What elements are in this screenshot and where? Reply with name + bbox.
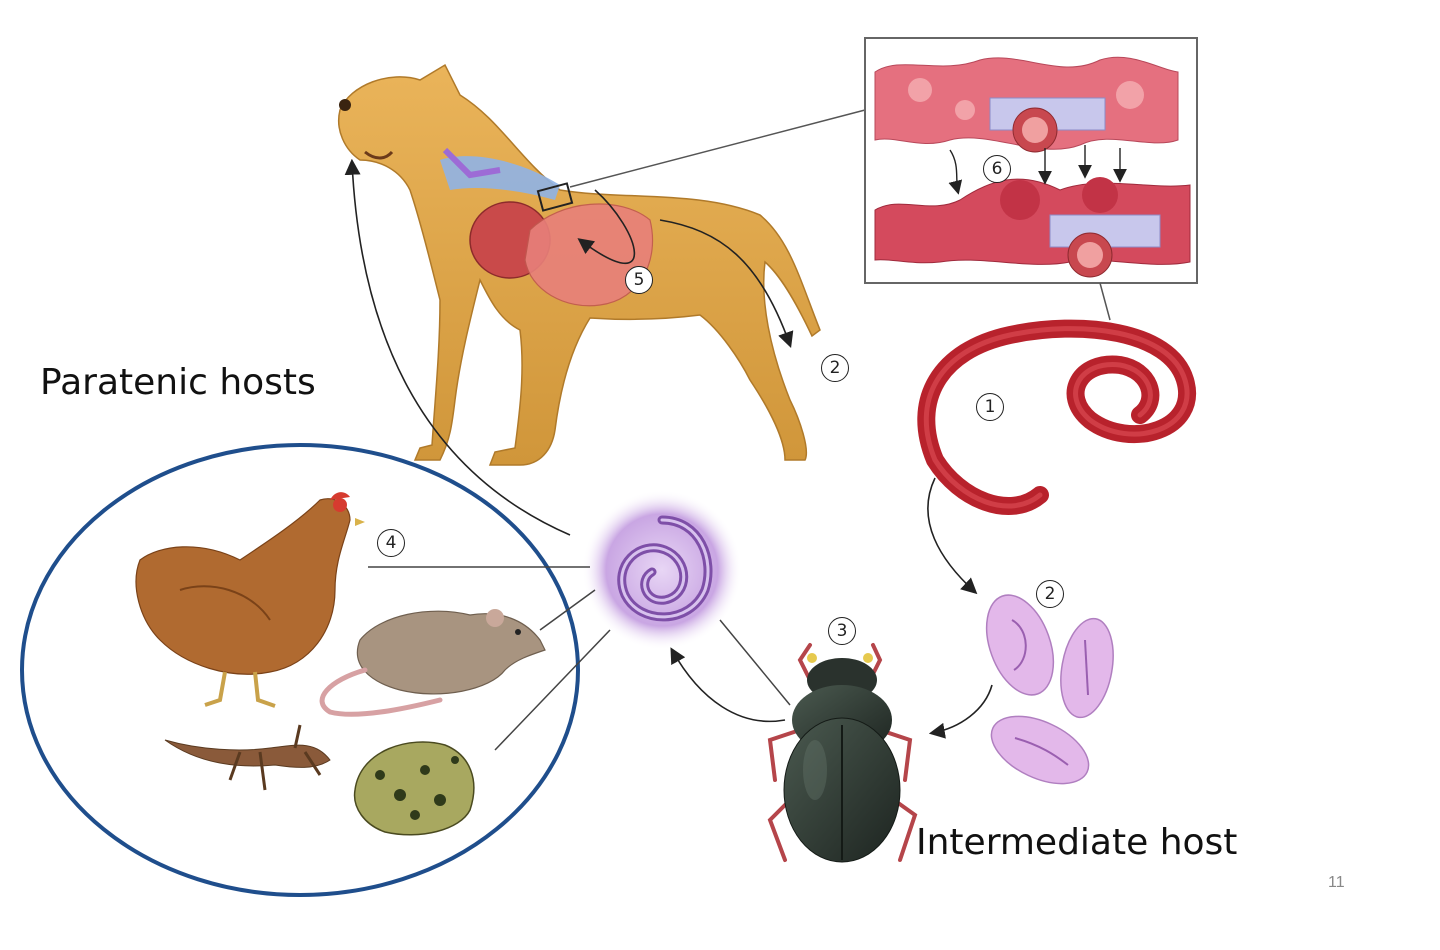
paratenic-hosts-group: [20, 443, 580, 897]
step-4-paratenic: 4: [377, 529, 405, 557]
paratenic-hosts-label: Paratenic hosts: [40, 362, 316, 403]
step-2-eggs: 2: [1036, 580, 1064, 608]
slide-number: 11: [1328, 874, 1345, 891]
lizard: [164, 724, 331, 791]
dog-organs: [440, 147, 794, 349]
step-5-migration: 5: [625, 266, 653, 294]
step-3-beetle: 3: [828, 617, 856, 645]
step-6-esophagus-nodule: 6: [983, 155, 1011, 183]
adult-worm: [917, 319, 1196, 515]
rat: [319, 609, 546, 717]
esophagus-inset: [864, 37, 1198, 284]
eggs: [985, 594, 1114, 785]
infective-larva: [582, 490, 742, 650]
frog: [353, 741, 475, 836]
esophagus-box: [536, 182, 574, 212]
chicken: [135, 492, 365, 708]
dung-beetle: [767, 643, 918, 863]
step-1-adult-worm: 1: [976, 393, 1004, 421]
step-2-eggs-in-feces: 2: [821, 354, 849, 382]
intermediate-host-label: Intermediate host: [916, 822, 1238, 863]
